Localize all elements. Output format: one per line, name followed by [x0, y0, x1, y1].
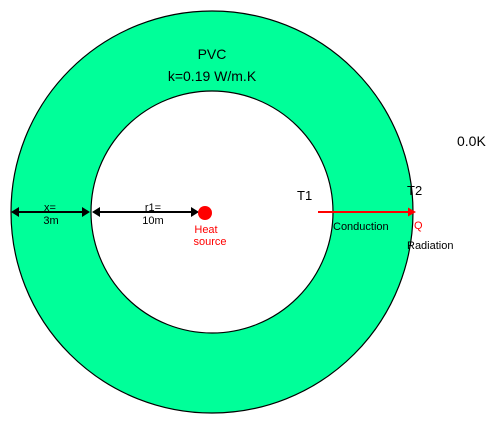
conduction-label: Conduction: [333, 221, 389, 233]
radius-label-line1: r1=: [145, 202, 161, 214]
t2-label: T2: [407, 183, 422, 198]
radiation-label: Radiation: [407, 240, 453, 252]
thickness-dimension-arrow: [11, 207, 90, 217]
ambient-temperature: 0.0K: [457, 133, 486, 149]
material-name: PVC: [198, 46, 227, 62]
heat-flow-arrow: [318, 207, 416, 217]
thickness-label-line2: 3m: [43, 215, 58, 227]
radius-dimension-arrow: [92, 207, 199, 217]
t1-label: T1: [297, 188, 312, 203]
heat-source-label-line1: Heat: [194, 224, 217, 236]
heat-source-label-line2: source: [193, 236, 226, 248]
material-conductivity: k=0.19 W/m.K: [168, 68, 257, 84]
q-label: Q: [414, 220, 423, 232]
heat-source-dot: [198, 206, 212, 220]
radius-label-line2: 10m: [142, 215, 163, 227]
thickness-label-line1: x=: [44, 202, 56, 214]
